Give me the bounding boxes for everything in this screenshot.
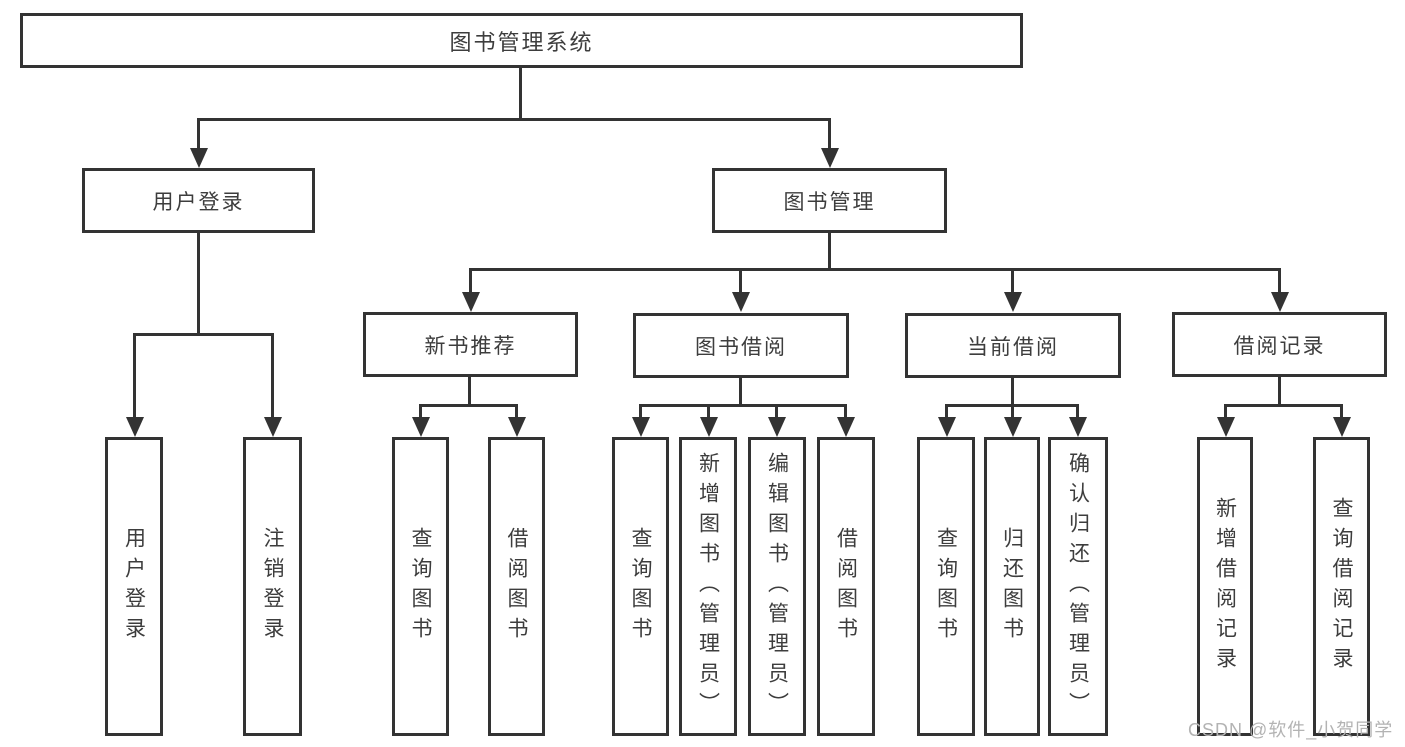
arrowhead-down-icon: [1217, 417, 1235, 437]
connector-shaft: [828, 118, 831, 150]
node-root: 图书管理系统: [20, 13, 1023, 68]
arrowhead-down-icon: [462, 292, 480, 312]
arrowhead-down-icon: [700, 417, 718, 437]
connector-shaft: [133, 333, 136, 417]
leaf-newbook-borrow: 借阅图书: [488, 437, 545, 736]
connector-shaft: [1011, 404, 1014, 418]
arrowhead-down-icon: [1333, 417, 1351, 437]
connector-record-stub: [1278, 377, 1281, 406]
node-book-mgmt-label: 图书管理: [783, 190, 876, 214]
connector-shaft: [197, 118, 200, 150]
connector-root-stub: [519, 68, 522, 120]
leaf-borrow-borrow: 借阅图书: [817, 437, 875, 736]
leaf-record-query: 查询借阅记录: [1313, 437, 1370, 736]
node-borrow-record-label: 借阅记录: [1233, 334, 1326, 358]
arrowhead-down-icon: [821, 148, 839, 168]
connector-shaft: [639, 404, 642, 418]
leaf-borrow-query-label: 查询图书: [629, 526, 652, 647]
leaf-borrow-edit: 编辑图书（管理员）: [748, 437, 806, 736]
leaf-record-add-label: 新增借阅记录: [1213, 496, 1237, 677]
arrowhead-down-icon: [264, 417, 282, 437]
connector-shaft: [945, 404, 948, 418]
leaf-borrow-query: 查询图书: [612, 437, 669, 736]
connector-borrow-stub: [739, 378, 742, 406]
connector-login-stub: [197, 233, 200, 335]
leaf-newbook-borrow-label: 借阅图书: [505, 526, 528, 647]
leaf-logout-label: 注销登录: [261, 526, 284, 647]
node-new-book-label: 新书推荐: [424, 334, 517, 358]
leaf-user-login-label: 用户登录: [122, 526, 146, 647]
connector-shaft: [775, 404, 778, 418]
connector-login-bar: [133, 333, 274, 336]
arrowhead-down-icon: [1004, 417, 1022, 437]
arrowhead-down-icon: [732, 292, 750, 312]
node-current-borrow-label: 当前借阅: [967, 335, 1059, 359]
connector-current-stub: [1011, 378, 1014, 406]
connector-shaft: [419, 404, 422, 418]
node-root-label: 图书管理系统: [449, 29, 594, 55]
arrowhead-down-icon: [938, 417, 956, 437]
arrowhead-down-icon: [412, 417, 430, 437]
connector-shaft: [1340, 404, 1343, 418]
arrowhead-down-icon: [632, 417, 650, 437]
connector-shaft: [739, 268, 742, 294]
leaf-current-return-label: 归还图书: [1000, 526, 1024, 647]
leaf-borrow-add-label: 新增图书（管理员）: [696, 451, 720, 722]
node-book-borrow: 图书借阅: [633, 313, 849, 378]
node-user-login: 用户登录: [82, 168, 315, 233]
leaf-current-return: 归还图书: [984, 437, 1040, 736]
connector-shaft: [844, 404, 847, 418]
connector-root-bar: [197, 118, 831, 121]
node-current-borrow: 当前借阅: [905, 313, 1121, 378]
connector-mgmt-stub: [828, 233, 831, 270]
leaf-borrow-borrow-label: 借阅图书: [834, 526, 858, 647]
connector-newbook-bar: [419, 404, 518, 407]
arrowhead-down-icon: [126, 417, 144, 437]
connector-shaft: [271, 333, 274, 417]
csdn-watermark: CSDN @软件_小贺同学: [1188, 720, 1394, 740]
leaf-record-add: 新增借阅记录: [1197, 437, 1253, 736]
connector-shaft: [1278, 268, 1281, 294]
connector-mgmt-bar: [469, 268, 1281, 271]
leaf-current-confirm-label: 确认归还（管理员）: [1066, 451, 1090, 722]
connector-shaft: [1076, 404, 1079, 418]
node-book-mgmt: 图书管理: [712, 168, 947, 233]
leaf-newbook-query-label: 查询图书: [409, 526, 432, 647]
connector-shaft: [707, 404, 710, 418]
node-book-borrow-label: 图书借阅: [695, 335, 787, 359]
leaf-current-query: 查询图书: [917, 437, 975, 736]
arrowhead-down-icon: [190, 148, 208, 168]
connector-shaft: [1224, 404, 1227, 418]
leaf-logout: 注销登录: [243, 437, 302, 736]
arrowhead-down-icon: [1271, 292, 1289, 312]
leaf-newbook-query: 查询图书: [392, 437, 449, 736]
leaf-record-query-label: 查询借阅记录: [1330, 496, 1353, 677]
connector-borrow-bar: [639, 404, 847, 407]
connector-record-bar: [1224, 404, 1342, 407]
leaf-current-confirm: 确认归还（管理员）: [1048, 437, 1108, 736]
connector-shaft: [515, 404, 518, 418]
arrowhead-down-icon: [1004, 292, 1022, 312]
connector-newbook-stub: [468, 376, 471, 406]
node-new-book: 新书推荐: [363, 312, 578, 377]
leaf-borrow-add: 新增图书（管理员）: [679, 437, 737, 736]
leaf-current-query-label: 查询图书: [934, 526, 958, 647]
leaf-borrow-edit-label: 编辑图书（管理员）: [765, 451, 789, 722]
arrowhead-down-icon: [508, 417, 526, 437]
node-user-login-label: 用户登录: [152, 190, 245, 214]
connector-shaft: [469, 268, 472, 294]
arrowhead-down-icon: [1069, 417, 1087, 437]
node-borrow-record: 借阅记录: [1172, 312, 1387, 377]
arrowhead-down-icon: [837, 417, 855, 437]
arrowhead-down-icon: [768, 417, 786, 437]
leaf-user-login: 用户登录: [105, 437, 163, 736]
connector-shaft: [1011, 268, 1014, 294]
